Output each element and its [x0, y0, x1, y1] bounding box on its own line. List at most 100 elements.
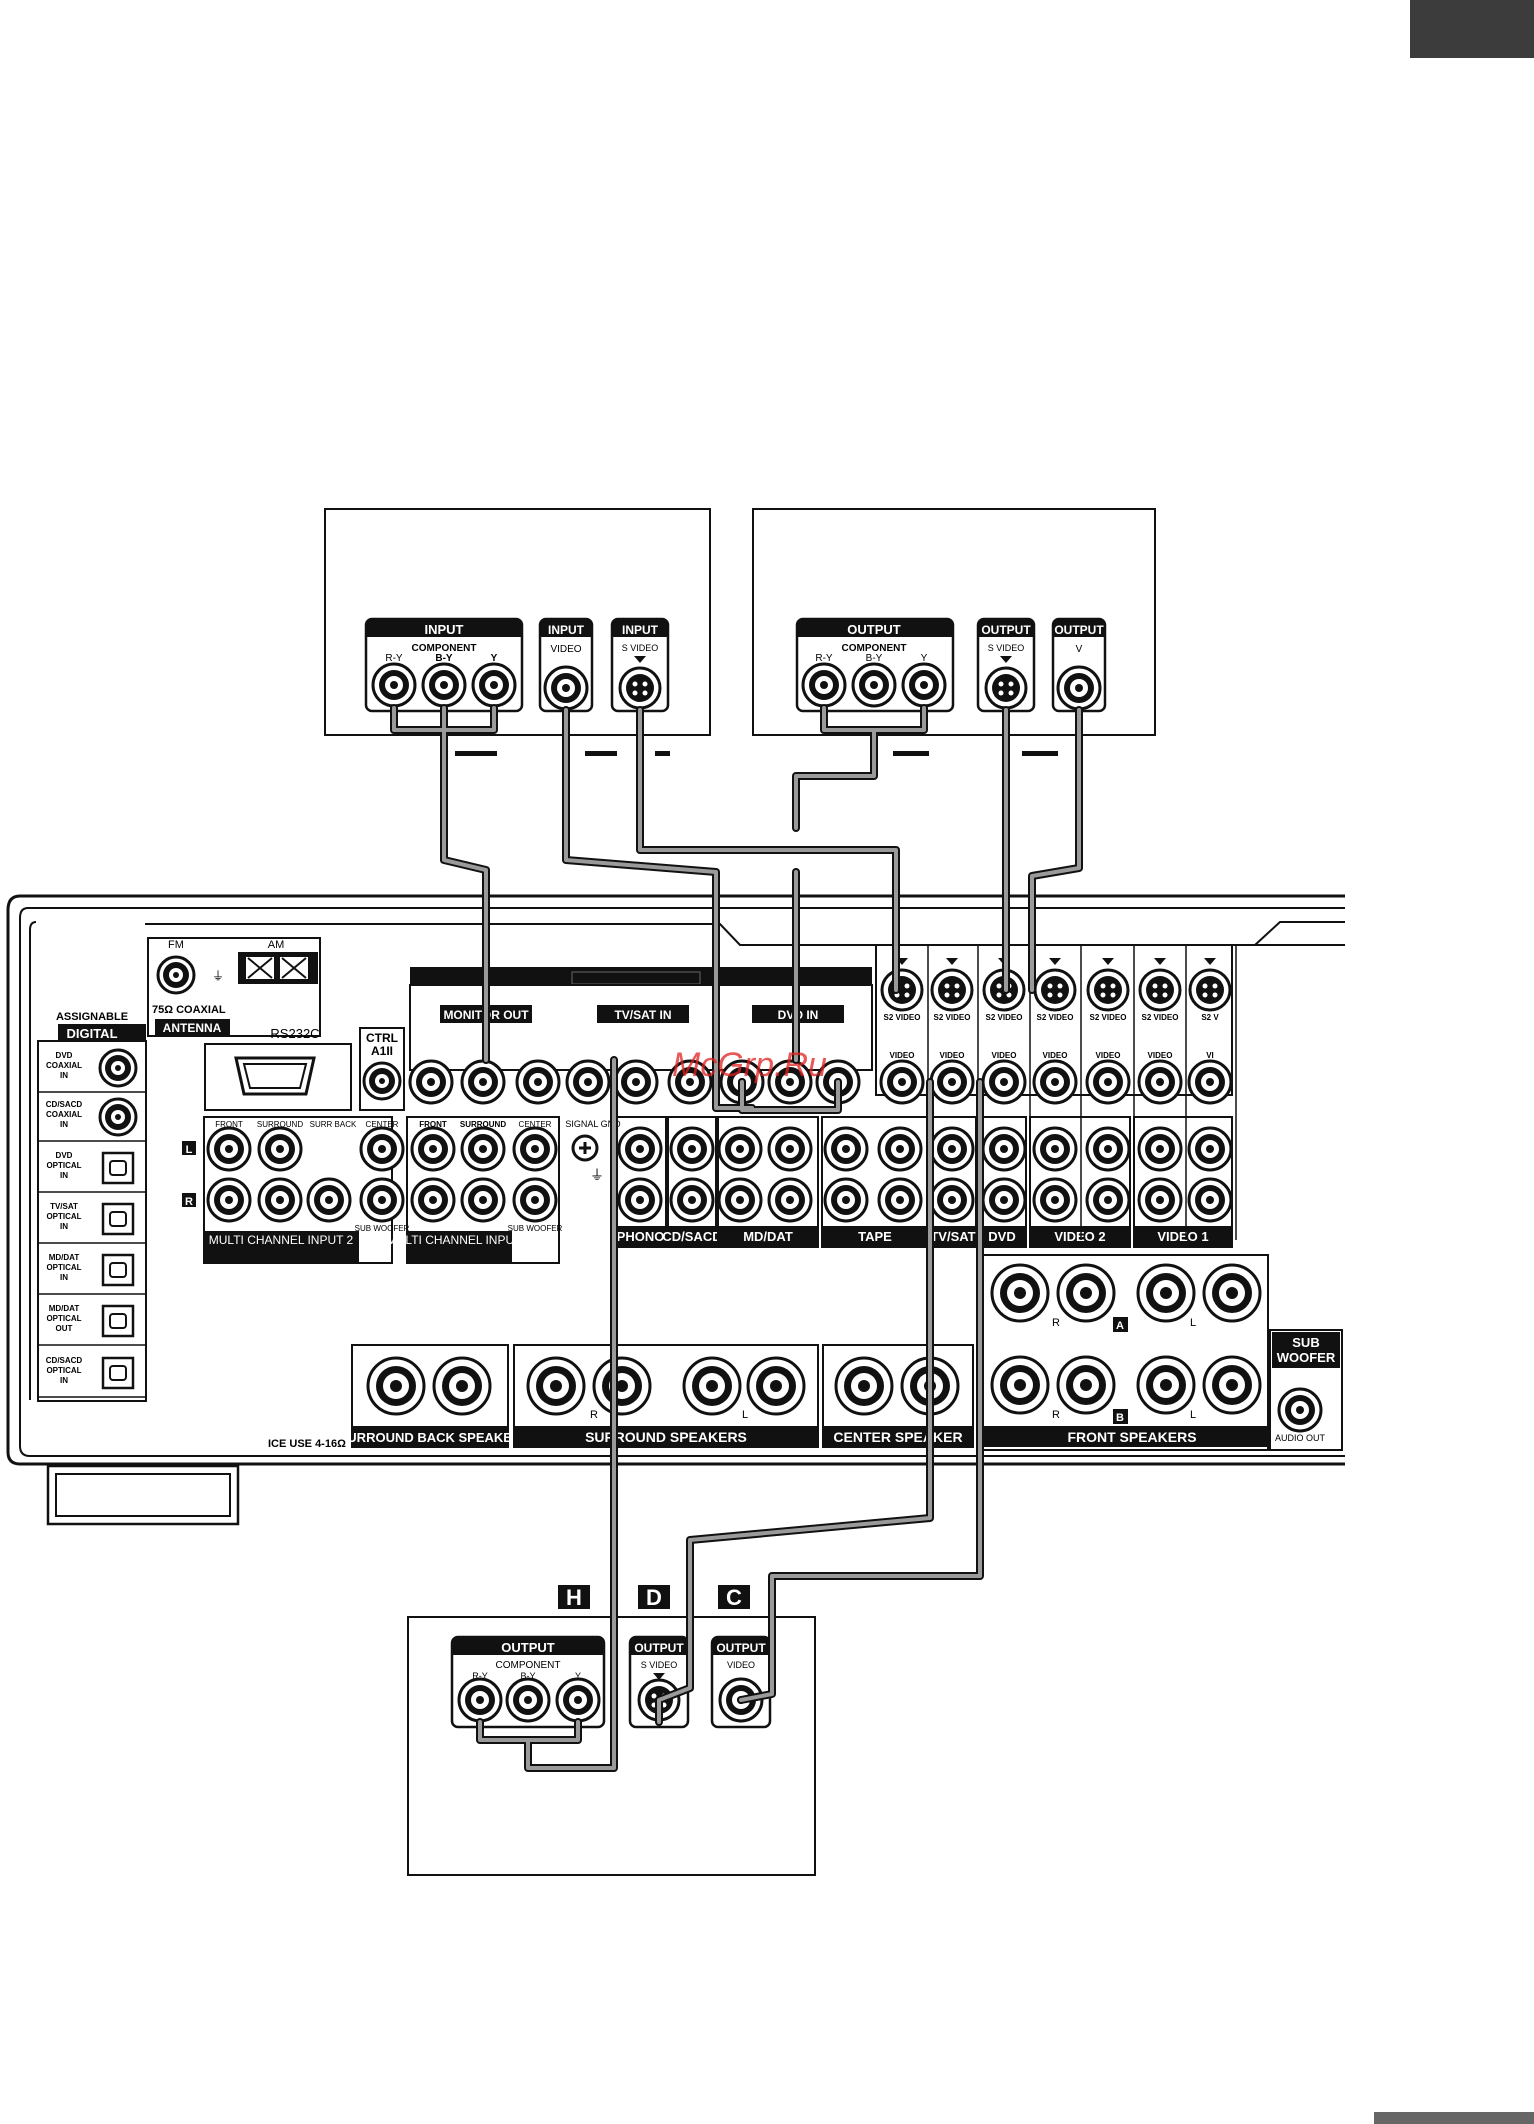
- monitor-out-jack: [460, 1059, 506, 1105]
- svg-text:SUB: SUB: [1292, 1335, 1319, 1350]
- video-jack: [1032, 1059, 1078, 1105]
- audio-jack-l: [877, 1126, 923, 1172]
- svg-text:B-Y: B-Y: [866, 653, 883, 664]
- svideo-jack: [880, 968, 924, 1012]
- audio-group-label: MD/DAT: [743, 1229, 793, 1244]
- digital-item-label: OPTICAL: [46, 1263, 81, 1272]
- audio-jack-l: [1187, 1126, 1233, 1172]
- optical-jack: [101, 1356, 135, 1390]
- component-header: INPUT: [425, 622, 464, 637]
- digital-item-label: OPTICAL: [46, 1161, 81, 1170]
- svg-text:VIDEO: VIDEO: [1096, 1051, 1121, 1060]
- svg-text:75Ω COAXIAL: 75Ω COAXIAL: [152, 1004, 226, 1016]
- audio-jack-l: [823, 1126, 869, 1172]
- audio-jack-r: [669, 1177, 715, 1223]
- svg-text:OUTPUT: OUTPUT: [981, 623, 1031, 637]
- watermark: McGrp.Ru: [672, 1046, 827, 1084]
- svg-text:FRONT: FRONT: [419, 1120, 447, 1129]
- svg-text:RS232C: RS232C: [270, 1026, 319, 1041]
- audio-jack-r: [1085, 1177, 1131, 1223]
- video-cable: [740, 1080, 840, 1112]
- tvsat-in-jack: [613, 1059, 659, 1105]
- svg-text:Y: Y: [921, 653, 928, 664]
- component-jack-y: [471, 662, 517, 708]
- svg-text:A1II: A1II: [371, 1044, 393, 1058]
- svg-text:R: R: [590, 1409, 598, 1421]
- audio-jack-r: [981, 1177, 1027, 1223]
- video-jack: [879, 1059, 925, 1105]
- optical-jack: [101, 1253, 135, 1287]
- video-jack: [1187, 1059, 1233, 1105]
- svg-text:S2 VIDEO: S2 VIDEO: [1037, 1013, 1074, 1022]
- video-cable: [392, 706, 496, 1062]
- svg-text:VIDEO: VIDEO: [940, 1051, 965, 1060]
- video-jack: [1137, 1059, 1183, 1105]
- top-left-device: INPUT COMPONENT R-Y B-Y Y INPUT VIDEO IN…: [324, 508, 711, 756]
- svg-text:Y: Y: [491, 653, 498, 664]
- svg-text:L: L: [186, 1144, 193, 1156]
- audio-group-label: CD/SACD: [662, 1229, 721, 1244]
- component-jack-ry: [371, 662, 417, 708]
- svg-text:S2 VIDEO: S2 VIDEO: [934, 1013, 971, 1022]
- audio-jack-r: [929, 1177, 975, 1223]
- svg-text:ICE USE 4-16Ω: ICE USE 4-16Ω: [268, 1438, 346, 1450]
- svg-text:C: C: [726, 1585, 742, 1610]
- audio-group-label: VIDEO 2: [1054, 1229, 1105, 1244]
- digital-item-label: IN: [60, 1071, 68, 1080]
- video-jack: [1085, 1059, 1131, 1105]
- audio-jack-l: [717, 1126, 763, 1172]
- svg-text:CENTER: CENTER: [366, 1120, 399, 1129]
- audio-jack-l: [929, 1126, 975, 1172]
- digital-item-label: MD/DAT: [49, 1304, 80, 1313]
- audio-jack-r: [767, 1177, 813, 1223]
- digital-item-label: OPTICAL: [46, 1366, 81, 1375]
- video-cable: [1030, 708, 1081, 992]
- svg-text:SUB WOOFER: SUB WOOFER: [355, 1224, 410, 1233]
- svg-text:D: D: [646, 1585, 662, 1610]
- audio-group-label: TV/SAT: [930, 1229, 975, 1244]
- audio-jack-r: [877, 1177, 923, 1223]
- audio-group-label: DVD: [988, 1229, 1015, 1244]
- svg-text:INPUT: INPUT: [622, 623, 659, 637]
- page-tab: [1410, 0, 1534, 58]
- digital-item-label: OUT: [56, 1324, 73, 1333]
- video-cable: [794, 706, 926, 830]
- video-jack: [543, 665, 589, 711]
- receiver-panel: FM AM ⏚ 75Ω COAXIAL ANTENNA RS232C CTRL …: [6, 894, 1345, 1526]
- digital-item-label: MD/DAT: [49, 1253, 80, 1262]
- svg-text:SURROUND SPEAKERS: SURROUND SPEAKERS: [585, 1429, 747, 1445]
- svg-text:MULTI CHANNEL INPUT 1: MULTI CHANNEL INPUT 1: [387, 1233, 532, 1247]
- svideo-jack: [1138, 968, 1182, 1012]
- svg-text:VIDEO: VIDEO: [890, 1051, 915, 1060]
- audio-jack-r: [617, 1177, 663, 1223]
- svg-text:S2 VIDEO: S2 VIDEO: [1142, 1013, 1179, 1022]
- svg-text:SUB WOOFER: SUB WOOFER: [508, 1224, 563, 1233]
- svg-text:CENTER: CENTER: [519, 1120, 552, 1129]
- svg-text:ANTENNA: ANTENNA: [163, 1021, 222, 1035]
- digital-item-label: IN: [60, 1273, 68, 1282]
- optical-jack: [101, 1202, 135, 1236]
- audio-jack-r: [1137, 1177, 1183, 1223]
- digital-item-label: OPTICAL: [46, 1212, 81, 1221]
- audio-jack-l: [1137, 1126, 1183, 1172]
- svg-text:INPUT: INPUT: [548, 623, 585, 637]
- svg-text:R: R: [1052, 1409, 1060, 1421]
- audio-jack-l: [617, 1126, 663, 1172]
- digital-item-label: COAXIAL: [46, 1110, 82, 1119]
- video-cable: [739, 1080, 982, 1702]
- svg-text:AUDIO OUT: AUDIO OUT: [1275, 1433, 1326, 1443]
- svg-text:A: A: [1116, 1320, 1124, 1332]
- digital-item-label: CD/SACD: [46, 1100, 83, 1109]
- svideo-jack: [618, 666, 662, 710]
- cables: [390, 704, 1083, 1772]
- optical-jack: [101, 1304, 135, 1338]
- svg-text:COMPONENT: COMPONENT: [842, 643, 907, 654]
- video-cable: [638, 708, 898, 992]
- svg-text:S2 VIDEO: S2 VIDEO: [884, 1013, 921, 1022]
- audio-group-label: PHONO: [617, 1229, 665, 1244]
- svg-text:AM: AM: [268, 939, 285, 951]
- video-jack: [929, 1059, 975, 1105]
- svg-text:V: V: [1076, 644, 1083, 655]
- svg-text:WOOFER: WOOFER: [1277, 1350, 1336, 1365]
- svg-text:SURROUND: SURROUND: [460, 1120, 506, 1129]
